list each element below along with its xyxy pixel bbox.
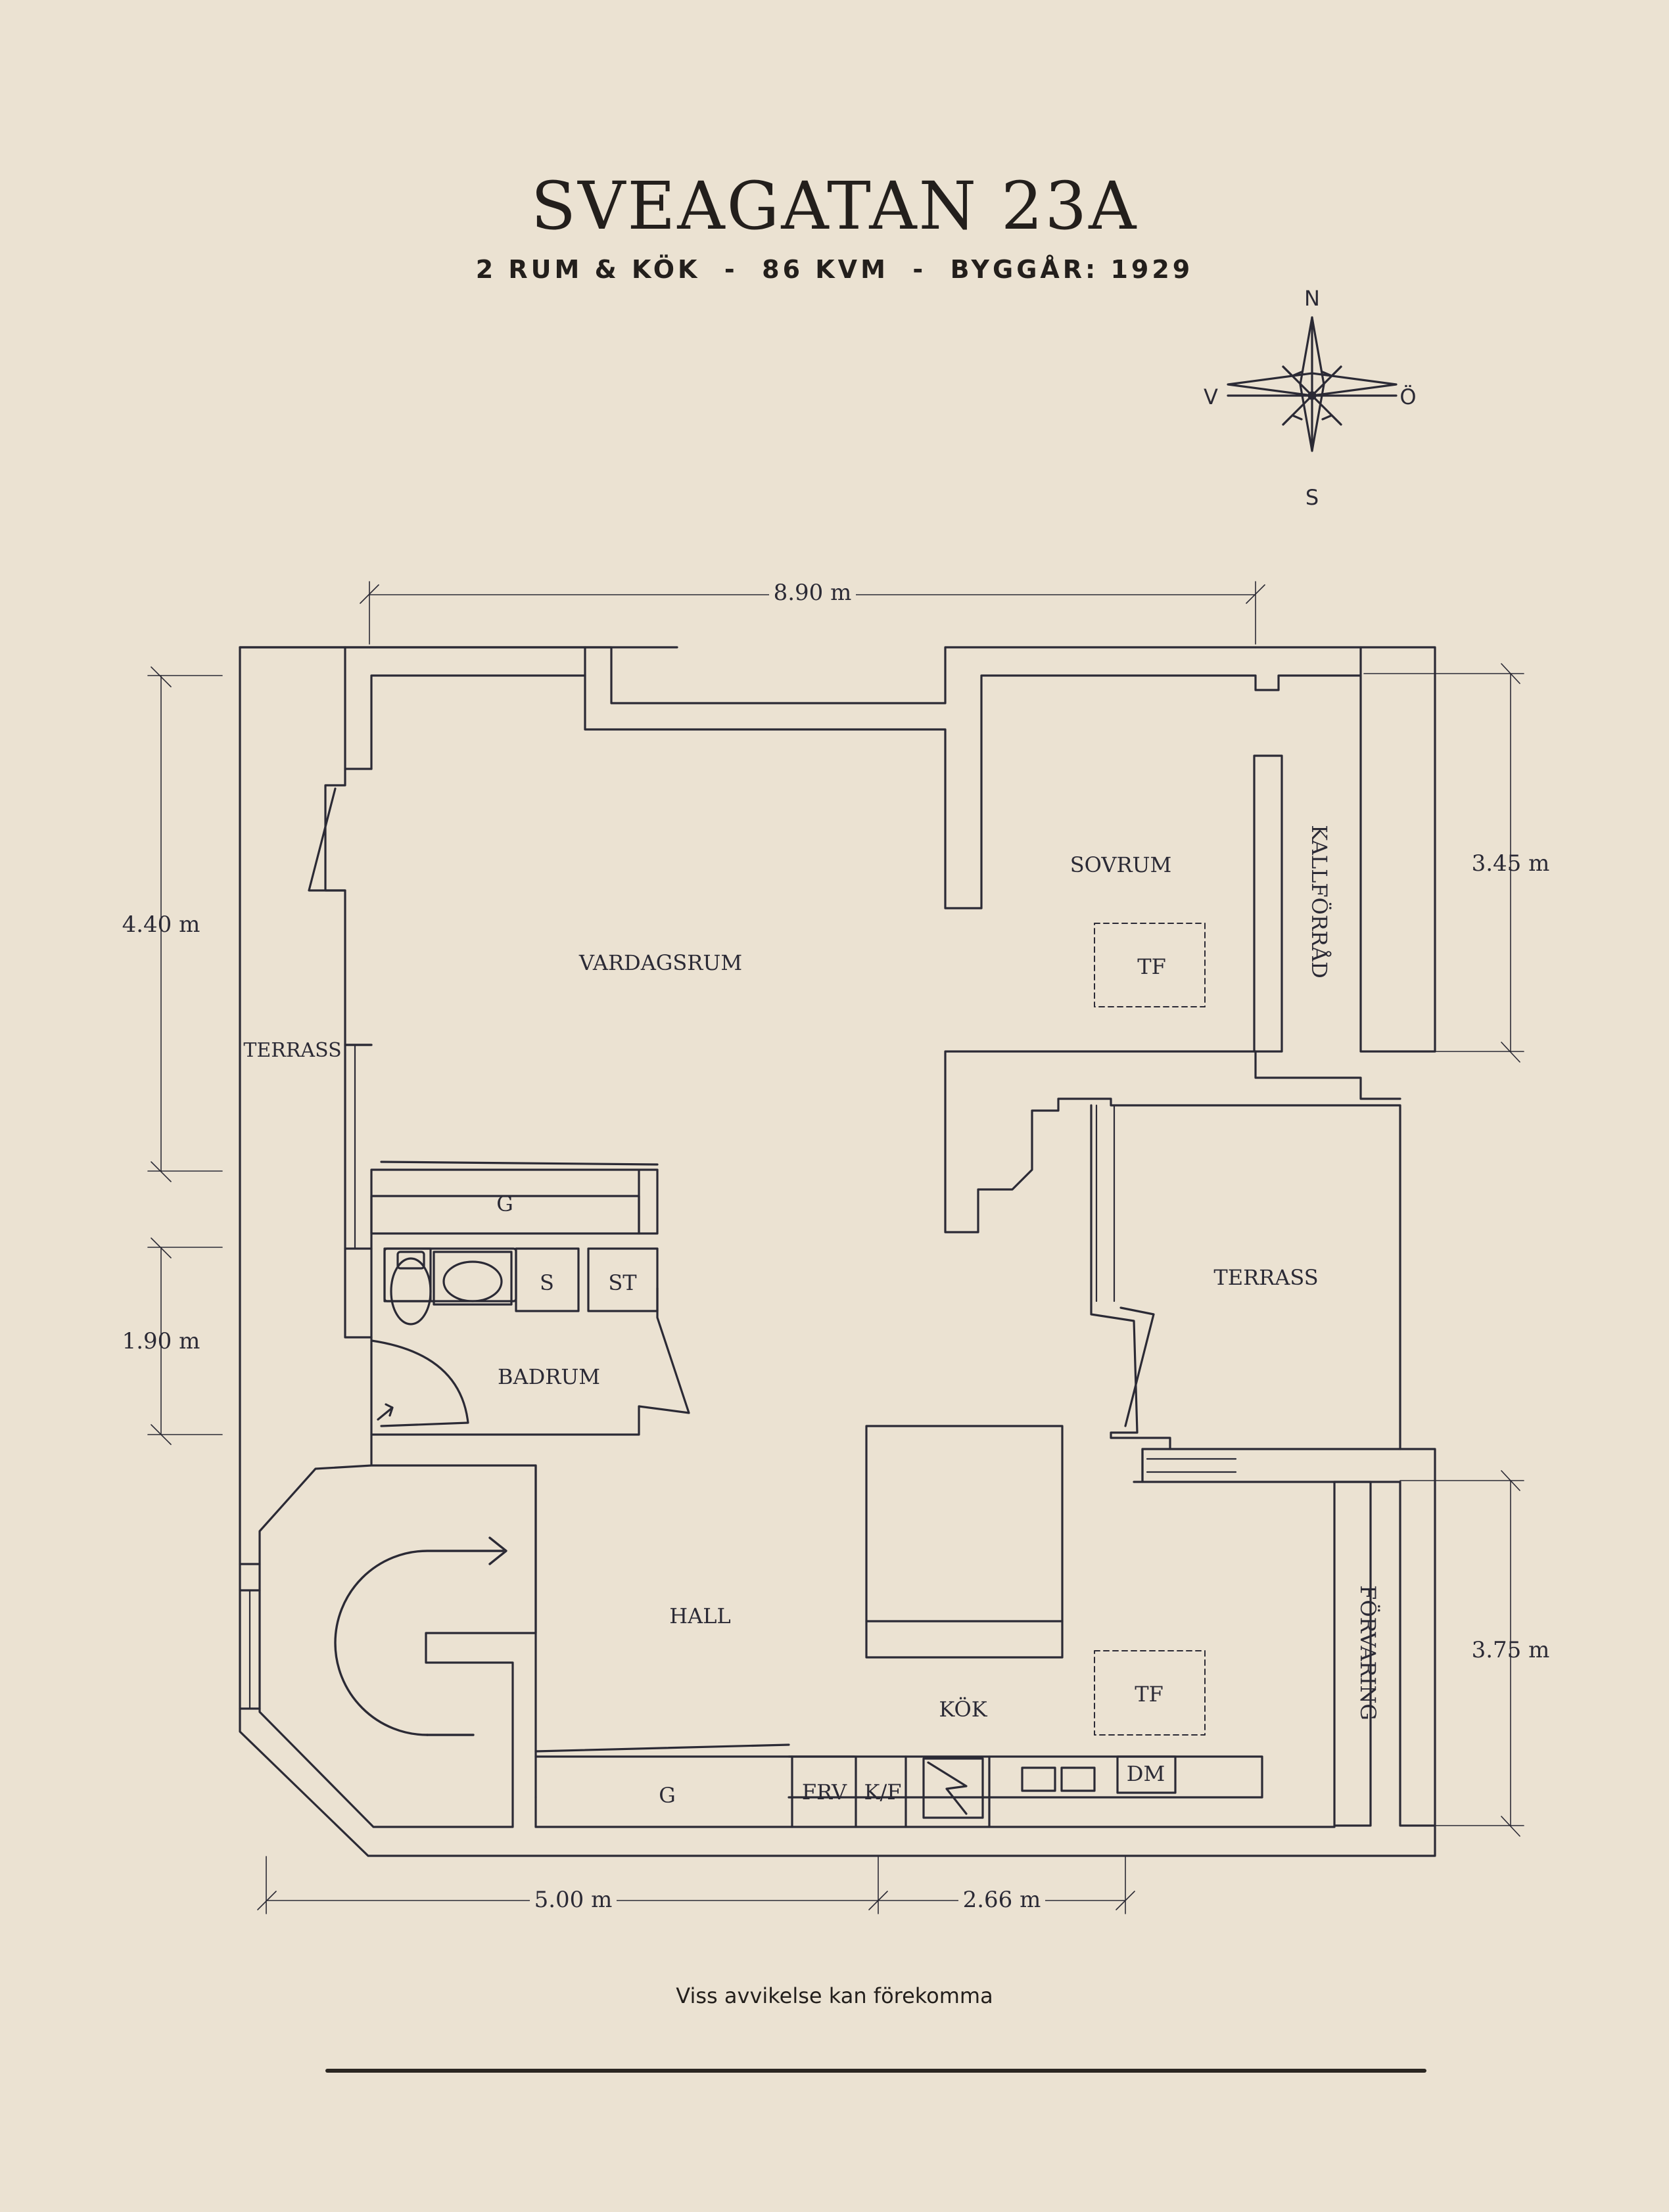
bathroom-fixtures xyxy=(377,1247,659,1421)
doors xyxy=(308,787,469,1427)
compass-north: N xyxy=(1304,286,1320,311)
compass-east: Ö xyxy=(1399,384,1416,409)
room-label-sovrum: SOVRUM xyxy=(1070,852,1172,877)
room-label-terrass-east: TERRASS xyxy=(1213,1265,1318,1290)
dimension-left-lower: 1.90 m xyxy=(122,1328,200,1354)
page-title: SVEAGATAN 23A xyxy=(530,168,1139,244)
fixture-label-kf: K/F xyxy=(864,1780,902,1805)
windows xyxy=(248,1044,1237,1710)
dimension-right-upper: 3.45 m xyxy=(1472,850,1550,877)
room-label-vardagsrum: VARDAGSRUM xyxy=(578,950,742,975)
dimension-top: 8.90 m xyxy=(774,580,852,606)
dimension-bottom-right: 2.66 m xyxy=(963,1887,1041,1913)
fixture-label-frv: FRV xyxy=(802,1780,847,1805)
room-label-terrass-west: TERRASS xyxy=(243,1039,341,1062)
room-label-kallforrad: KALLFÖRRÅD xyxy=(1307,825,1332,979)
fixture-label-g-bottom: G xyxy=(659,1783,676,1808)
kitchen-island xyxy=(865,1425,1064,1659)
walls xyxy=(239,646,1436,1857)
fixture-label-tf-bedroom: TF xyxy=(1137,954,1166,979)
fixture-label-tf-kitchen: TF xyxy=(1135,1682,1164,1707)
fixture-label-st: ST xyxy=(608,1270,637,1295)
page-subtitle: 2 RUM & KÖK - 86 KVM - BYGGÅR: 1929 xyxy=(475,255,1194,284)
compass-rose-icon xyxy=(1227,316,1398,452)
fixture-label-s: S xyxy=(540,1270,554,1295)
room-label-kok: KÖK xyxy=(939,1697,987,1722)
dimension-bottom-left: 5.00 m xyxy=(534,1887,613,1913)
dimension-lines xyxy=(147,581,1524,1914)
dimension-left-upper: 4.40 m xyxy=(122,911,200,938)
bedroom-tf-box xyxy=(1094,923,1206,1736)
room-label-badrum: BADRUM xyxy=(498,1364,600,1389)
room-label-hall: HALL xyxy=(669,1603,731,1628)
fixture-label-dm: DM xyxy=(1127,1761,1165,1786)
kitchen-counter xyxy=(791,1755,1177,1828)
entrance-arrow-icon xyxy=(334,1536,507,1736)
compass-west: V xyxy=(1204,384,1218,409)
footer-divider xyxy=(325,2069,1426,2073)
room-label-forvaring: FÖRVARING xyxy=(1355,1585,1380,1720)
compass-south: S xyxy=(1305,485,1319,510)
disclaimer-text: Viss avvikelse kan förekomma xyxy=(676,1983,993,2008)
fixture-label-g-top: G xyxy=(496,1191,513,1216)
dimension-right-lower: 3.75 m xyxy=(1472,1637,1550,1663)
